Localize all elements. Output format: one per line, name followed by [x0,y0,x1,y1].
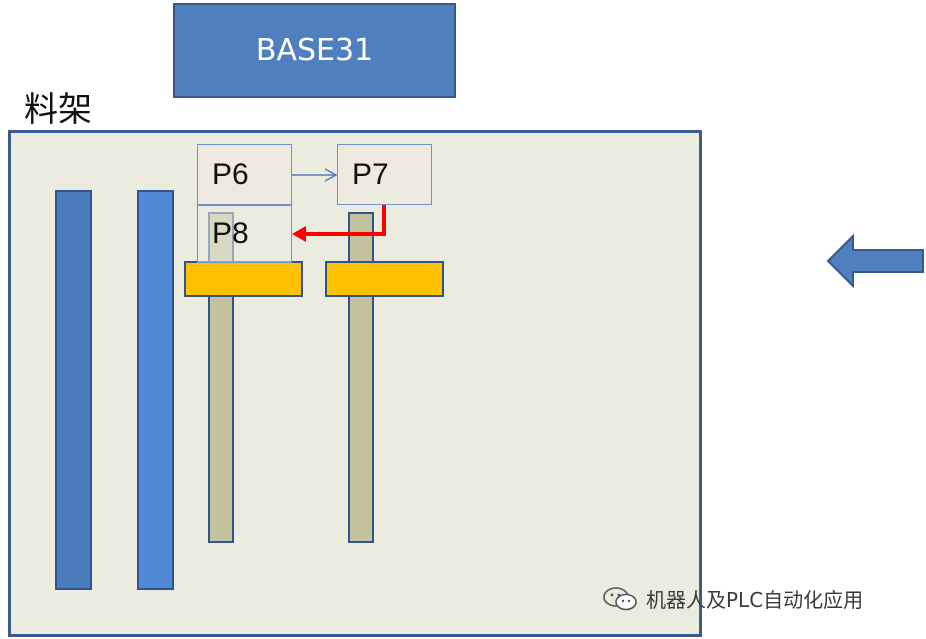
position-p8: P8 [197,205,292,263]
wechat-icon [603,586,637,610]
watermark-text: 机器人及PLC自动化应用 [646,588,864,612]
watermark: 机器人及PLC自动化应用 [602,584,863,613]
position-p7-label: P7 [352,157,389,191]
position-p7: P7 [337,144,432,205]
rack-post-right [137,190,174,590]
position-p8-label: P8 [212,217,249,250]
position-p6: P6 [197,144,292,205]
position-p6-label: P6 [212,157,249,191]
bracket-1 [184,261,303,297]
base-box: BASE31 [173,3,456,98]
bracket-2 [325,261,444,297]
rack-post-left [55,190,92,590]
base-label: BASE31 [255,33,374,68]
entry-arrow-icon [826,233,924,289]
rack-label: 料架 [24,90,92,130]
